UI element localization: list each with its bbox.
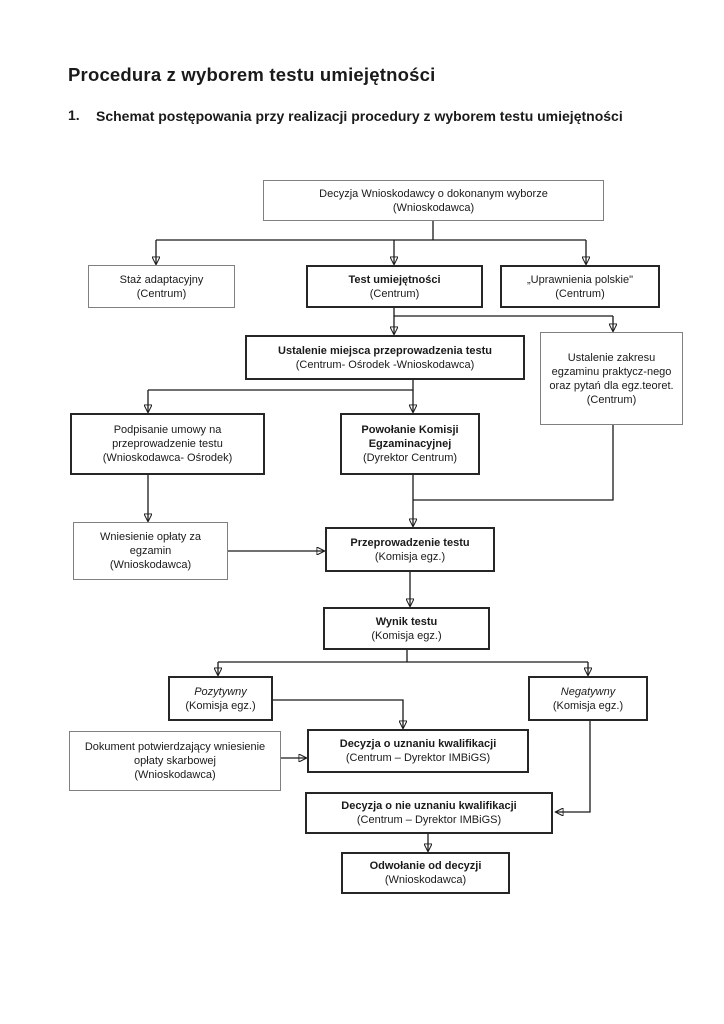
node-title: „Uprawnienia polskie": [526, 273, 633, 286]
section-number: 1.: [68, 107, 80, 123]
flow-connector: [393, 308, 613, 317]
node-actor: (Centrum): [136, 287, 187, 300]
flow-connector: [413, 425, 614, 501]
flow-node-powolanie-komisji: Powołanie Komisji Egzaminacyjnej (Dyrekt…: [340, 413, 480, 475]
flow-node-uprawnienia-polskie: „Uprawnienia polskie" (Centrum): [500, 265, 660, 308]
flow-node-podpisanie-umowy: Podpisanie umowy na przeprowadzenie test…: [70, 413, 265, 475]
node-title: Wynik testu: [375, 615, 438, 628]
node-title: Decyzja o uznaniu kwalifikacji: [339, 738, 497, 750]
flow-node-pozytywny: Pozytywny (Komisja egz.): [168, 676, 273, 721]
node-actor: (Wnioskodawca- Ośrodek): [102, 452, 233, 464]
node-title: Pozytywny: [194, 685, 247, 698]
page-title: Procedura z wyborem testu umiejętności: [68, 64, 436, 85]
flow-connector: [556, 721, 591, 812]
node-actor: (Centrum): [555, 287, 605, 300]
flow-node-decyzja-nieuznanie: Decyzja o nie uznaniu kwalifikacji (Cent…: [305, 792, 553, 834]
flow-node-decyzja-uznanie: Decyzja o uznaniu kwalifikacji (Centrum …: [307, 729, 529, 773]
node-title: Ustalenie miejsca przeprowadzenia testu: [278, 344, 492, 357]
node-title: Odwołanie od decyzji: [369, 860, 482, 872]
node-actor: (Centrum – Dyrektor IMBiGS): [345, 752, 491, 764]
node-actor: (Komisja egz.): [185, 699, 256, 712]
section-heading: 1. Schemat postępowania przy realizacji …: [68, 107, 648, 126]
flow-node-negatywny: Negatywny (Komisja egz.): [528, 676, 648, 721]
node-actor: (Komisja egz.): [374, 550, 446, 563]
node-title: Powołanie Komisji Egzaminacyjnej: [361, 424, 459, 450]
node-title: Decyzja o nie uznaniu kwalifikacji: [341, 800, 517, 812]
flow-node-dokument-potwierdzajacy: Dokument potwierdzający wniesienie opłat…: [69, 731, 281, 791]
flow-node-decyzja-wyboru: Decyzja Wnioskodawcy o dokonanym wyborze…: [263, 180, 604, 221]
node-actor: (Centrum – Dyrektor IMBiGS): [356, 814, 502, 826]
node-title: Wniesienie opłaty za egzamin: [100, 531, 201, 557]
node-title: Podpisanie umowy na przeprowadzenie test…: [112, 424, 223, 450]
node-actor: (Komisja egz.): [552, 699, 624, 712]
flow-node-przeprowadzenie-testu: Przeprowadzenie testu (Komisja egz.): [325, 527, 495, 572]
flow-node-staz-adaptacyjny: Staż adaptacyjny (Centrum): [88, 265, 235, 308]
node-actor: (Wnioskodawca): [134, 769, 216, 781]
flow-node-ustalenie-miejsca: Ustalenie miejsca przeprowadzenia testu …: [245, 335, 525, 380]
node-actor: (Centrum): [586, 393, 637, 406]
node-title: Dokument potwierdzający wniesienie opłat…: [84, 741, 266, 767]
node-actor: (Komisja egz.): [371, 629, 442, 642]
flow-node-ustalenie-zakresu: Ustalenie zakresu egzaminu praktycz-nego…: [540, 332, 683, 425]
node-actor: (Wnioskodawca): [384, 874, 467, 886]
flow-node-wniesienie-oplaty: Wniesienie opłaty za egzamin (Wnioskodaw…: [73, 522, 228, 580]
node-actor: (Wnioskodawca): [109, 559, 192, 571]
section-heading-text: Schemat postępowania przy realizacji pro…: [96, 108, 623, 124]
node-title: Test umiejętności: [348, 273, 441, 286]
node-title: Negatywny: [560, 685, 616, 698]
node-actor: (Wnioskodawca): [392, 201, 475, 214]
flow-connector: [148, 380, 414, 391]
flow-node-wynik-testu: Wynik testu (Komisja egz.): [323, 607, 490, 650]
node-actor: (Centrum- Ośrodek -Wnioskodawca): [295, 358, 475, 371]
flow-node-odwolanie: Odwołanie od decyzji (Wnioskodawca): [341, 852, 510, 894]
node-title: Decyzja Wnioskodawcy o dokonanym wyborze: [319, 187, 548, 200]
node-title: Ustalenie zakresu egzaminu praktycz-nego…: [549, 351, 674, 392]
flow-node-test-umiejetnosci: Test umiejętności (Centrum): [306, 265, 483, 308]
node-actor: (Centrum): [369, 287, 420, 300]
flow-connector: [273, 699, 403, 728]
node-actor: (Dyrektor Centrum): [362, 452, 458, 464]
node-title: Staż adaptacyjny: [119, 273, 204, 286]
node-title: Przeprowadzenie testu: [350, 536, 470, 549]
